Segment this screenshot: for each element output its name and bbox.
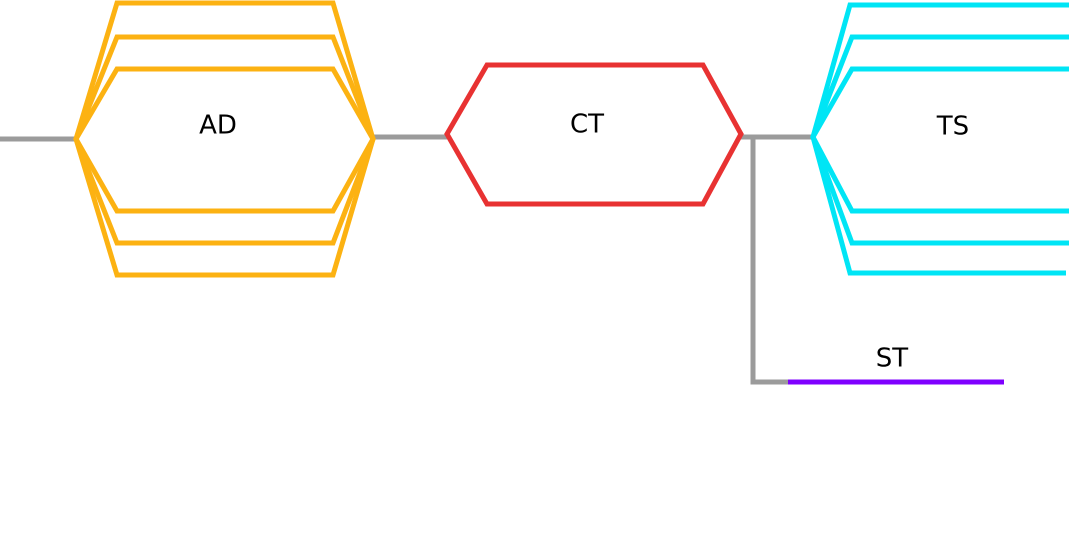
- node-st: ST: [788, 344, 1004, 385]
- ad-label: AD: [199, 111, 237, 141]
- connectors: [0, 134, 813, 385]
- ts-label: TS: [936, 112, 969, 142]
- ts-shape-inner: [810, 66, 1069, 214]
- ct-label: CT: [570, 110, 604, 140]
- node-ct: CT: [444, 62, 744, 207]
- ct-shape: [444, 62, 744, 207]
- st-label: ST: [876, 344, 909, 374]
- connector-ct-st: [750, 137, 790, 385]
- ad-shape-inner: [73, 66, 376, 214]
- node-ad: AD: [73, 0, 376, 278]
- node-ts: TS: [810, 2, 1069, 276]
